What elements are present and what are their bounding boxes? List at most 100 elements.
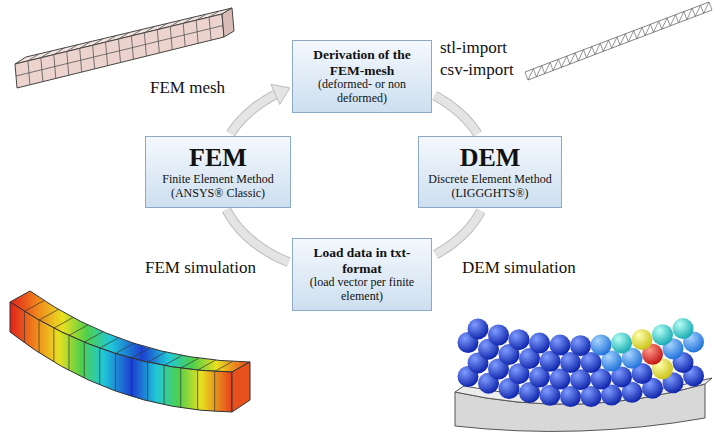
mesh-edge: [692, 8, 695, 16]
particle: [611, 332, 632, 353]
particle: [550, 335, 571, 356]
mesh-edge: [670, 15, 675, 26]
mesh-edge: [567, 56, 570, 64]
mesh-edge: [533, 69, 536, 77]
mesh-line: [157, 23, 167, 29]
mesh-line: [24, 311, 25, 342]
mesh-line: [54, 48, 65, 55]
mesh-line: [131, 348, 149, 358]
mesh-line: [144, 26, 154, 32]
mesh-edge: [687, 8, 692, 19]
particle: [509, 329, 530, 350]
mesh-edge: [595, 43, 600, 54]
fem-mesh-beam: [15, 8, 234, 88]
mesh-edge: [553, 59, 558, 70]
mesh-edge: [620, 34, 625, 45]
mesh-edge: [701, 5, 704, 13]
mesh-edge: [612, 37, 617, 48]
particle: [468, 318, 489, 339]
mesh-edge: [525, 72, 528, 80]
mesh-line: [116, 343, 135, 353]
ring-outline: [435, 96, 478, 134]
beam-end-face: [232, 362, 250, 412]
mesh-edge: [584, 50, 587, 58]
mesh-line: [215, 361, 233, 371]
particle: [652, 324, 673, 345]
box-subtitle: (deformed- or non deformed): [299, 78, 425, 106]
dem-simulation: [455, 318, 712, 431]
box-subtitle: Discrete Element Method (LIGGGHTS®): [425, 173, 555, 201]
annotation-label: stl-import: [440, 38, 507, 58]
mesh-line: [28, 54, 39, 61]
box-title: Derivation of the FEM-mesh: [299, 47, 425, 78]
ring-segment: [227, 210, 289, 262]
particle: [529, 333, 550, 354]
process-box: Load data in txt-format(load vector per …: [292, 238, 432, 311]
annotation-label: FEM mesh: [150, 78, 225, 98]
stl-triangle-mesh: [525, 2, 712, 80]
mesh-edge: [528, 10, 712, 80]
mesh-line: [164, 365, 165, 404]
mesh-edge: [550, 62, 553, 70]
mesh-edge: [558, 59, 561, 67]
mesh-line: [148, 352, 166, 362]
mesh-edge: [528, 69, 533, 80]
particle: [673, 318, 694, 339]
mesh-line: [197, 370, 198, 410]
process-box: Derivation of the FEM-mesh(deformed- or …: [292, 40, 432, 113]
fem-simulation-beam: [10, 291, 250, 412]
mesh-edge: [667, 18, 670, 26]
mesh-line: [198, 360, 216, 370]
mesh-edge: [587, 47, 592, 58]
particle: [632, 329, 653, 350]
mesh-edge: [545, 62, 550, 73]
ring-segment: [231, 93, 278, 133]
beam-front-face: [10, 302, 232, 412]
mesh-edge: [609, 40, 612, 48]
mesh-line: [53, 328, 54, 362]
mesh-line: [181, 358, 199, 368]
annotation-label: DEM simulation: [462, 258, 576, 278]
mesh-line: [39, 309, 58, 320]
mesh-line: [69, 325, 88, 336]
ring-outline: [436, 211, 481, 255]
mesh-edge: [525, 2, 709, 72]
mesh-edge: [625, 34, 628, 42]
mesh-line: [106, 36, 117, 43]
mesh-line: [16, 26, 223, 77]
arrowhead: [271, 84, 290, 104]
mesh-line: [68, 335, 69, 370]
mesh-line: [67, 45, 78, 52]
mesh-edge: [684, 12, 687, 20]
mesh-edge: [642, 27, 645, 35]
mesh-line: [119, 33, 130, 40]
mesh-edge: [561, 56, 566, 67]
process-box: DEMDiscrete Element Method (LIGGGHTS®): [418, 136, 562, 207]
particle: [488, 324, 509, 345]
box-title: Load data in txt-format: [299, 245, 425, 276]
mesh-edge: [592, 47, 595, 55]
cycle-connector: [435, 96, 478, 134]
mesh-line: [147, 362, 148, 401]
mesh-edge: [695, 5, 700, 16]
mesh-edge: [679, 12, 684, 23]
cycle-connector: [436, 211, 481, 255]
mesh-line: [164, 355, 182, 365]
mesh-edge: [676, 15, 679, 23]
mesh-edge: [709, 2, 712, 10]
mesh-line: [183, 17, 193, 23]
mesh-edge: [536, 66, 541, 77]
mesh-line: [214, 371, 215, 411]
annotation-label: csv-import: [440, 60, 514, 80]
box-title: DEM: [425, 143, 555, 173]
mesh-line: [180, 368, 181, 408]
ring-segment: [436, 211, 481, 255]
mesh-edge: [645, 24, 650, 35]
mesh-line: [84, 342, 85, 378]
particle: [570, 335, 591, 356]
mesh-line: [93, 39, 104, 46]
mesh-edge: [662, 18, 667, 29]
box-subtitle: Finite Element Method (ANSYS® Classic): [152, 173, 284, 201]
mesh-edge: [653, 21, 658, 32]
mesh-edge: [617, 37, 620, 45]
